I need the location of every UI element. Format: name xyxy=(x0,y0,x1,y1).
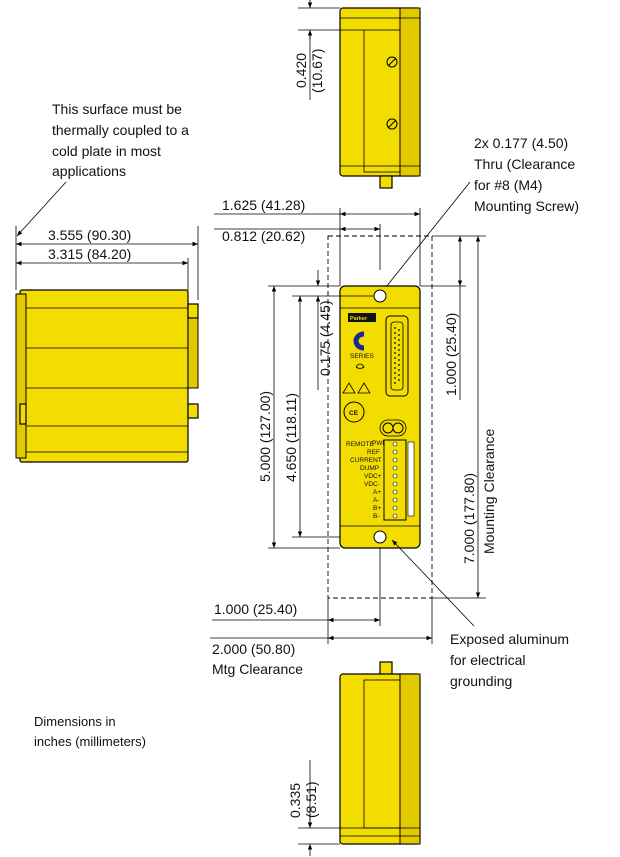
terminal-label-current: CURRENT xyxy=(350,457,382,464)
connector-pins xyxy=(394,327,400,384)
top-clearance-label: 1.000 (25.40) xyxy=(443,313,459,396)
top-height-inch: 0.420 xyxy=(293,53,309,88)
front-height-dimensions: 5.000 (127.00) 4.650 (118.11) 0.175 (4.4… xyxy=(257,270,374,549)
terminal-label-vdc-plus: VDC+ xyxy=(364,473,382,480)
surface-note-line-4: applications xyxy=(52,163,126,179)
terminal-screws xyxy=(392,441,398,519)
hole-offset-y-label: 0.175 (4.45) xyxy=(317,301,333,377)
top-mounting-hole xyxy=(373,289,387,303)
terminal-labels: REMOTE REF CURRENT DUMP VDC+ VDC- A+ A- … xyxy=(346,441,382,520)
overall-depth-label: 3.555 (90.30) xyxy=(48,227,131,243)
side-clearance-label: 1.000 (25.40) xyxy=(214,601,297,617)
front-width-label: 1.625 (41.28) xyxy=(222,197,305,213)
terminal-block xyxy=(383,439,407,521)
svg-text:CE: CE xyxy=(349,410,359,417)
aluminum-note-line-3: grounding xyxy=(450,673,512,689)
aluminum-note: Exposed aluminum for electrical groundin… xyxy=(391,539,569,689)
shock-warning-icon xyxy=(357,382,371,394)
terminal-label-b-plus: B+ xyxy=(373,505,381,512)
bottom-height-mm: (8.51) xyxy=(303,781,319,818)
bottom-view xyxy=(339,661,421,845)
terminal-label-a-plus: A+ xyxy=(373,489,381,496)
pwr-led-icon xyxy=(382,422,394,434)
terminal-label-remote: REMOTE xyxy=(346,441,374,448)
series-mark-icon xyxy=(355,363,365,369)
ce-mark-icon xyxy=(343,401,365,423)
mounting-clearance-v-label: 7.000 (177.80) xyxy=(461,473,477,564)
warning-icon xyxy=(342,382,356,394)
brand-logo xyxy=(348,313,376,322)
units-note: Dimensions in inches (millimeters) xyxy=(34,714,146,749)
bottom-height-dimension: 0.335 (8.51) xyxy=(287,760,340,856)
hole-note-line-4: Mounting Screw) xyxy=(474,198,579,214)
mounting-clearance-label: Mounting Clearance xyxy=(481,428,497,554)
aluminum-note-line-2: for electrical xyxy=(450,652,525,668)
hole-offset-x-label: 0.812 (20.62) xyxy=(222,228,305,244)
side-depth-dimensions: 3.555 (90.30) 3.315 (84.20) xyxy=(15,226,199,300)
terminal-label-dump: DUMP xyxy=(360,465,379,472)
brand-text: Parker xyxy=(350,316,368,322)
series-label: SERIES xyxy=(350,353,375,360)
hole-note-line-2: Thru (Clearance xyxy=(474,156,575,172)
front-width-dimensions: 1.625 (41.28) 0.812 (20.62) xyxy=(214,197,421,286)
hole-spacing-label: 4.650 (118.11) xyxy=(283,393,299,482)
surface-note-line-1: This surface must be xyxy=(52,101,182,117)
top-height-mm: (10.67) xyxy=(309,49,325,93)
series-logo-icon xyxy=(353,331,365,351)
terminal-label-b-minus: B- xyxy=(373,513,380,520)
aluminum-note-line-1: Exposed aluminum xyxy=(450,631,569,647)
surface-note-line-2: thermally coupled to a xyxy=(52,122,189,138)
top-view xyxy=(339,7,421,189)
side-view xyxy=(15,289,199,463)
surface-note: This surface must be thermally coupled t… xyxy=(16,101,189,237)
overall-height-label: 5.000 (127.00) xyxy=(257,391,273,482)
front-view: Parker SERIES CE xyxy=(327,235,433,599)
hole-note-line-1: 2x 0.177 (4.50) xyxy=(474,135,568,151)
terminal-label-a-minus: A- xyxy=(373,497,380,504)
bottom-mounting-hole xyxy=(373,530,387,544)
hole-note-line-3: for #8 (M4) xyxy=(474,177,542,193)
flt-led-icon xyxy=(392,422,404,434)
terminal-label-ref: REF xyxy=(367,449,380,456)
terminal-label-vdc-minus: VDC- xyxy=(364,481,380,488)
clearance-dimensions: 1.000 (25.40) 7.000 (177.80) Mounting Cl… xyxy=(420,235,497,599)
units-note-line-1: Dimensions in xyxy=(34,714,116,729)
body-depth-label: 3.315 (84.20) xyxy=(48,246,131,262)
top-height-dimension: 0.420 (10.67) xyxy=(293,0,364,100)
units-note-line-2: inches (millimeters) xyxy=(34,734,146,749)
barcode-label xyxy=(407,441,415,517)
bottom-height-inch: 0.335 xyxy=(287,783,303,818)
bottom-clearance-dimensions: 1.000 (25.40) 2.000 (50.80) Mtg Clearanc… xyxy=(210,548,433,677)
surface-note-line-3: cold plate in most xyxy=(52,143,161,159)
mtg-clearance-label: Mtg Clearance xyxy=(212,661,303,677)
hole-note: 2x 0.177 (4.50) Thru (Clearance for #8 (… xyxy=(381,135,579,293)
mtg-clearance-h-label: 2.000 (50.80) xyxy=(212,641,295,657)
